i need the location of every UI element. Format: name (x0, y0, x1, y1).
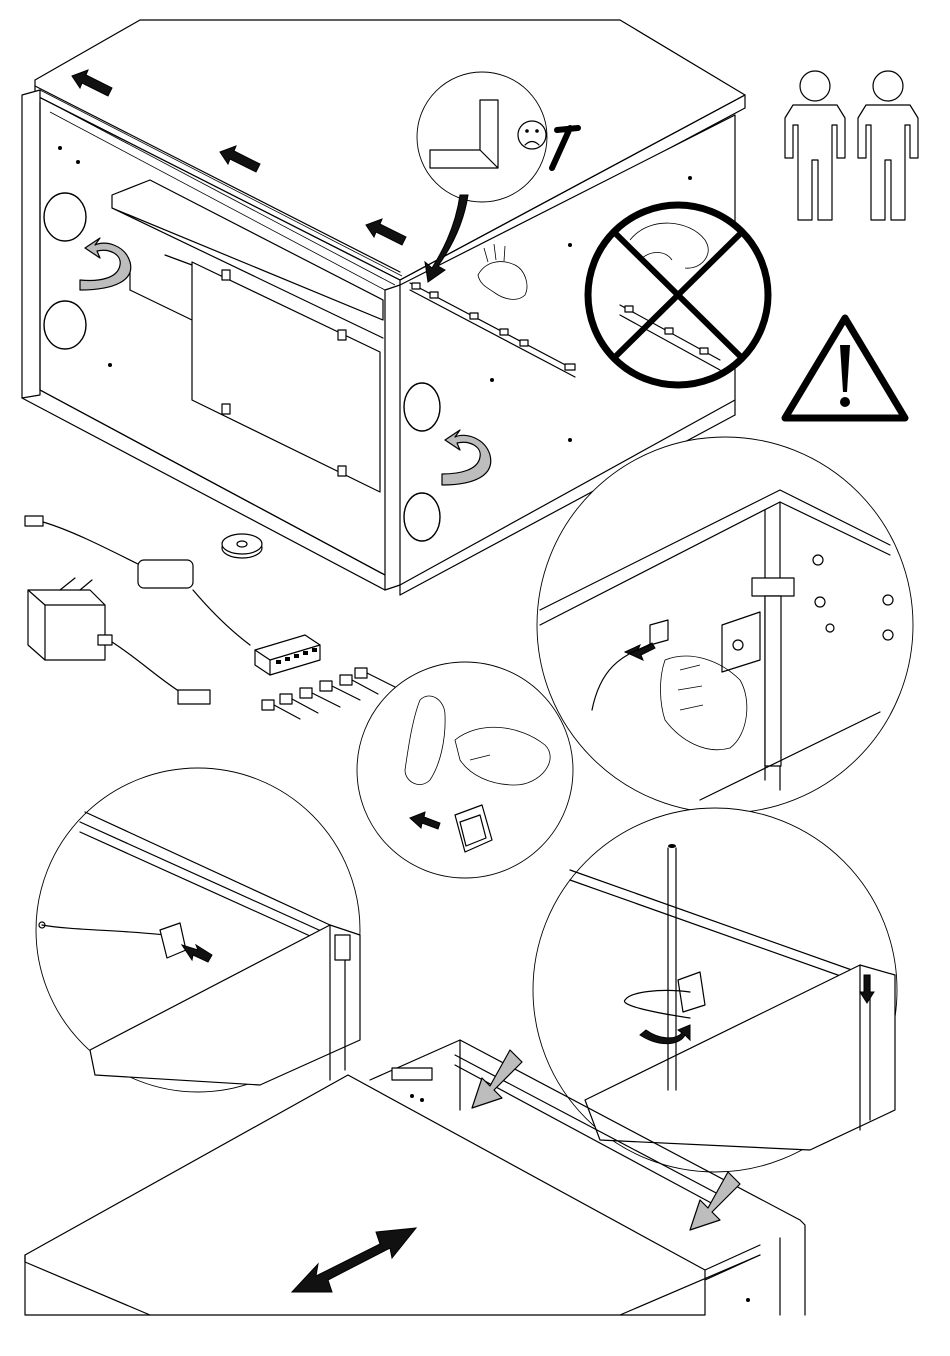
warning-triangle-icon (785, 318, 905, 418)
power-adapter (28, 578, 112, 660)
pointing-arrow-icon (472, 1050, 522, 1108)
cable-hole (404, 383, 440, 431)
cable-hole (44, 193, 86, 241)
curved-arrow-icon (80, 238, 131, 290)
connector-plug (25, 516, 43, 526)
distribution-hub (255, 635, 320, 675)
led-kit-parts (25, 516, 395, 719)
detail-press-clip (36, 768, 360, 1092)
pointing-arrow-icon (690, 1172, 740, 1230)
connector-plug (178, 690, 210, 704)
detail-route-cable (533, 808, 897, 1172)
cable-hole (404, 493, 440, 541)
led-tape-roll (222, 534, 262, 558)
cabinet-left-side (22, 90, 40, 398)
two-persons-icon (785, 71, 918, 220)
detail-attach-clip (537, 437, 913, 813)
detail-peel-backing (357, 662, 573, 878)
cable-hole (44, 301, 86, 349)
driver-box (138, 560, 193, 588)
prohibited-icon (588, 205, 768, 385)
